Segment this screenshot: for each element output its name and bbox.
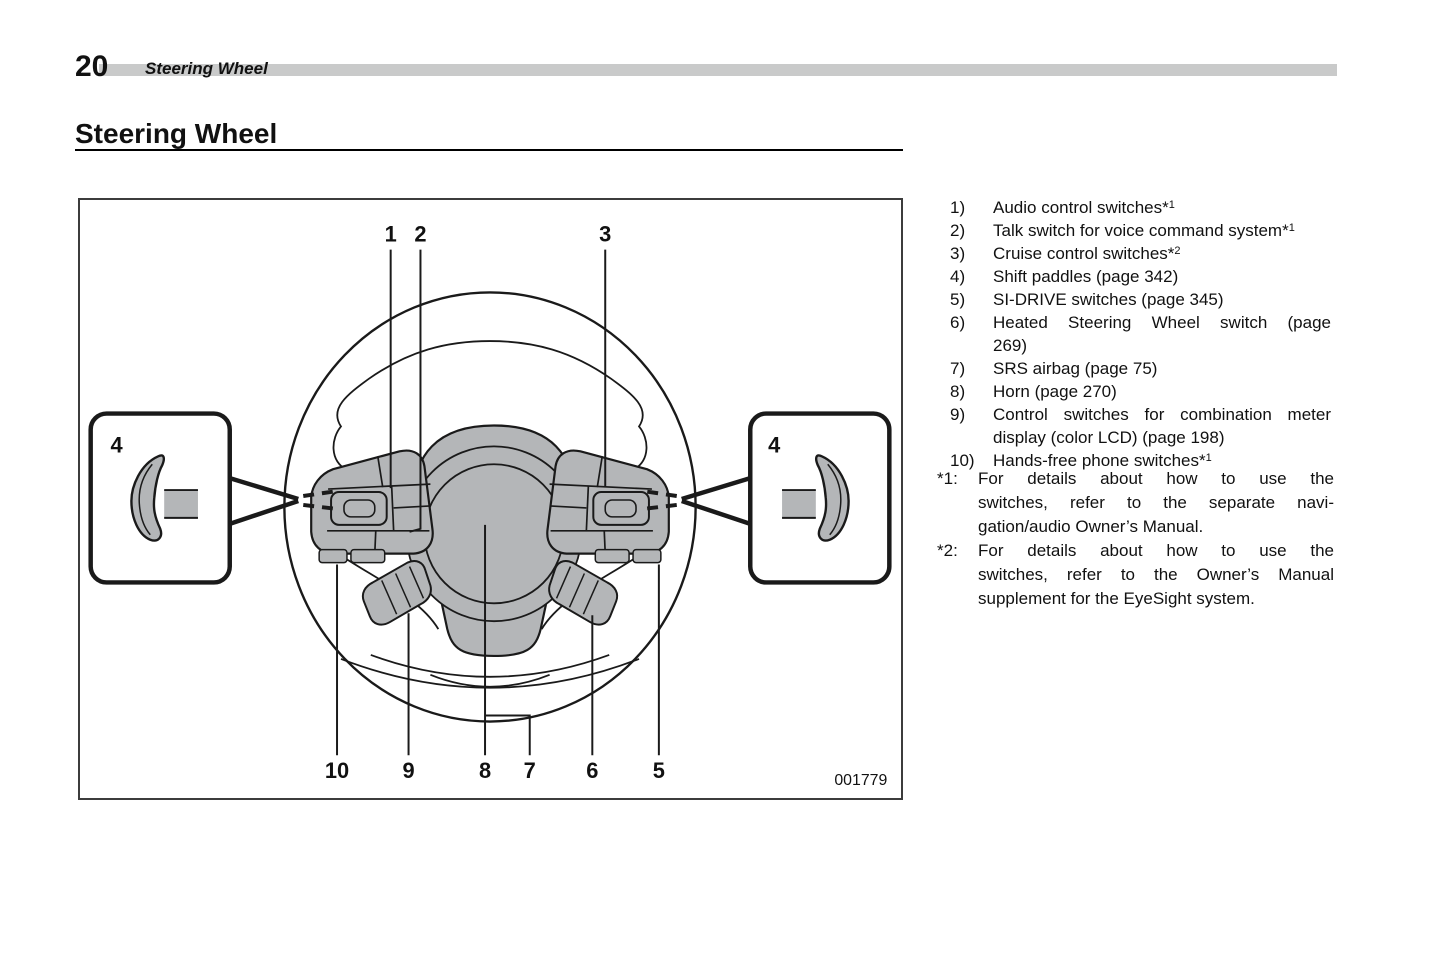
callout-label-1: 1 <box>385 222 397 247</box>
legend-item-text: Hands-free phone switches*1 <box>993 451 1212 470</box>
shift-paddle-left-callout: 4 <box>88 411 338 585</box>
callout-label-2: 2 <box>414 222 426 247</box>
left-lower-switch-row <box>318 548 348 564</box>
left-switch-panel <box>310 449 434 564</box>
page-number: 20 <box>75 50 109 83</box>
legend-item-10: 10) Hands-free phone switches*1 <box>950 449 1331 472</box>
legend-item-number: 9) <box>950 405 966 424</box>
legend-item-7: 7) SRS airbag (page 75) <box>950 357 1331 380</box>
legend-item-number: 7) <box>950 359 966 378</box>
callout-leader-lines <box>336 249 660 756</box>
legend-item-text: SRS airbag (page 75) <box>993 359 1158 378</box>
footnote-text: For details about how to use the switche… <box>978 469 1334 536</box>
legend-item-text: SI-DRIVE switches (page 345) <box>993 290 1224 309</box>
callout-label-7: 7 <box>524 758 536 783</box>
legend-item-number: 1) <box>950 198 966 217</box>
right-lower-switch-row <box>594 548 630 564</box>
horn-pad-inner-circle <box>423 463 565 605</box>
footnote-1: *1: For details about how to use the swi… <box>937 467 1334 539</box>
callout-label-6: 6 <box>586 758 598 783</box>
callout-label-10: 10 <box>325 758 349 783</box>
shift-paddle-left-icon <box>130 454 198 542</box>
steering-wheel-figure: 4 4 <box>78 198 903 800</box>
legend-item-text: Audio control switches*1 <box>993 198 1175 217</box>
legend-item-text: Horn (page 270) <box>993 382 1117 401</box>
shift-paddle-right-icon <box>782 454 850 542</box>
header-chapter-title: Steering Wheel <box>145 59 268 78</box>
steering-wheel-diagram: 4 4 <box>88 222 892 789</box>
legend-item-text: Heated Steering Wheel switch (page 269) <box>993 313 1331 355</box>
legend-item-number: 5) <box>950 290 966 309</box>
legend-item-1: 1) Audio control switches*1 <box>950 196 1331 219</box>
legend-item-5: 5) SI-DRIVE switches (page 345) <box>950 288 1331 311</box>
callout-numbers: 1 2 3 10 9 8 7 6 5 <box>325 222 665 783</box>
legend-item-number: 6) <box>950 313 966 332</box>
footnotes: *1: For details about how to use the swi… <box>937 467 1334 611</box>
callout-label-3: 3 <box>599 222 611 247</box>
legend-item-text: Talk switch for voice command system*1 <box>993 221 1295 240</box>
right-switch-panel <box>546 449 670 564</box>
callout-label-5: 5 <box>653 758 665 783</box>
legend-item-2: 2) Talk switch for voice command system*… <box>950 219 1331 242</box>
legend-item-number: 3) <box>950 244 966 263</box>
legend-item-text: Control switches for combination meter d… <box>993 405 1331 447</box>
legend-item-3: 3) Cruise control switches*2 <box>950 242 1331 265</box>
section-title-rule <box>75 149 903 151</box>
footnote-text: For details about how to use the switche… <box>978 541 1334 608</box>
footnote-2: *2: For details about how to use the swi… <box>937 539 1334 611</box>
legend-item-text: Cruise control switches*2 <box>993 244 1181 263</box>
callout-label-4-right: 4 <box>768 432 781 457</box>
legend-item-number: 8) <box>950 382 966 401</box>
callout-label-4-left: 4 <box>111 432 124 457</box>
section-title: Steering Wheel <box>75 118 278 149</box>
right-stalk-switch <box>548 560 619 626</box>
legend-item-text: Shift paddles (page 342) <box>993 267 1179 286</box>
footnote-label: *2: <box>937 541 958 560</box>
legend-item-4: 4) Shift paddles (page 342) <box>950 265 1331 288</box>
footnote-label: *1: <box>937 469 958 488</box>
left-stalk-switch <box>361 560 432 626</box>
header-bar <box>99 64 1337 76</box>
legend-item-number: 2) <box>950 221 966 240</box>
legend-item-6: 6) Heated Steering Wheel switch (page 26… <box>950 311 1331 357</box>
callout-label-9: 9 <box>402 758 414 783</box>
legend-item-number: 10) <box>950 451 975 470</box>
legend-item-9: 9) Control switches for combination mete… <box>950 403 1331 449</box>
legend-item-number: 4) <box>950 267 966 286</box>
callout-label-8: 8 <box>479 758 491 783</box>
shift-paddle-right-callout: 4 <box>642 411 892 585</box>
legend-item-8: 8) Horn (page 270) <box>950 380 1331 403</box>
figure-code: 001779 <box>834 772 887 789</box>
legend-list: 1) Audio control switches*1 2) Talk swit… <box>950 196 1331 472</box>
